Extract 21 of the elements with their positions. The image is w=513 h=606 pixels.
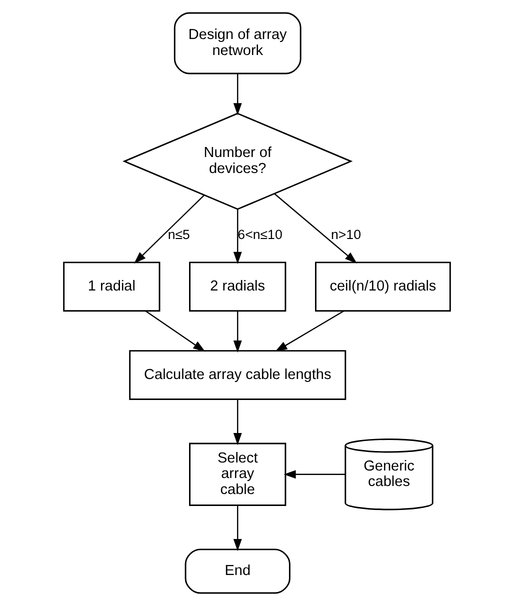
arrow — [232, 209, 242, 264]
arrow — [274, 193, 356, 264]
arrow — [232, 310, 242, 353]
node-box: Select array cable — [188, 442, 286, 506]
edge-label: 6<n≤10 — [237, 227, 282, 242]
arrow — [232, 74, 242, 116]
arrow — [133, 194, 204, 264]
node-box: End — [184, 548, 290, 594]
node-box: 2 radials — [188, 262, 286, 312]
node-box: Calculate array cable lengths — [128, 350, 346, 400]
arrow — [283, 470, 345, 479]
arrow — [274, 310, 344, 352]
node-box: ceil(n/10) radials — [314, 262, 450, 312]
arrow — [144, 310, 205, 352]
edge-label: n>10 — [330, 227, 361, 242]
node-box: 1 radial — [62, 262, 160, 312]
node-box: Design of array network — [173, 12, 301, 74]
edge-label: n≤5 — [167, 227, 190, 242]
arrow — [232, 505, 242, 552]
node-diamond: Number of devices? — [122, 112, 352, 210]
arrow — [232, 400, 242, 446]
